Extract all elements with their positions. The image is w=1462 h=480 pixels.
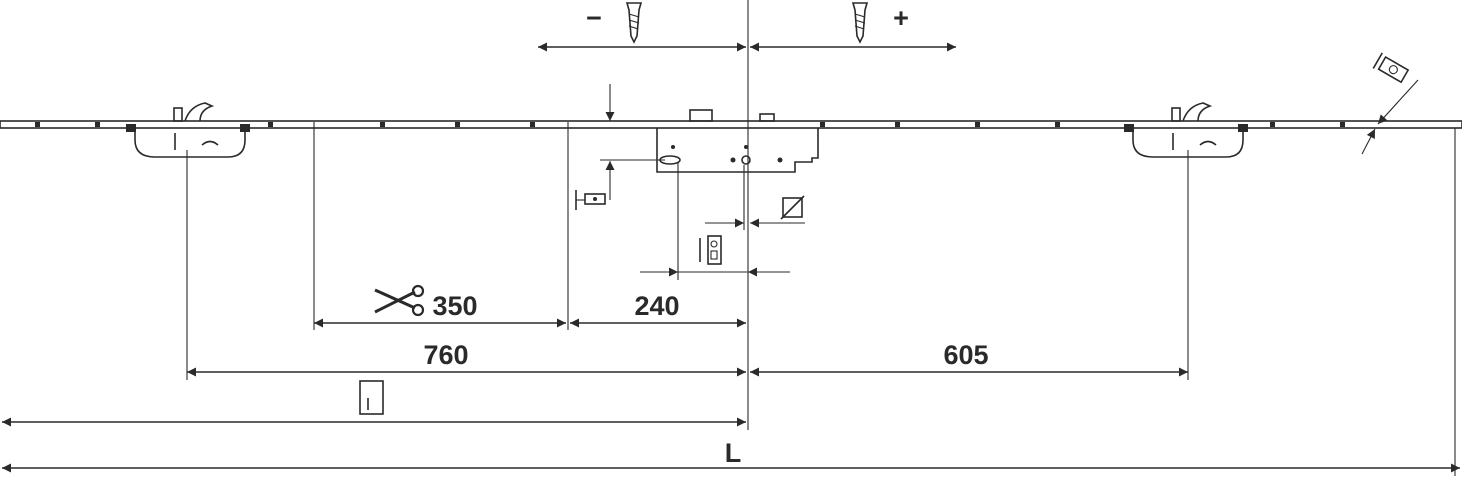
scissors-icon (374, 284, 425, 317)
backset-icon (699, 235, 722, 265)
faceplate-width-icon (575, 190, 606, 210)
dimension-605-label: 605 (943, 340, 988, 370)
vertical-offset-dimension (600, 84, 665, 200)
door-height-icon (359, 380, 384, 415)
total-length-label: L (725, 438, 742, 468)
dimension-350-label: 350 (432, 291, 477, 321)
screw-icon (851, 2, 869, 44)
main-lock-case (656, 109, 819, 173)
dimension-240-label: 240 (634, 291, 679, 321)
right-hook-gear (1124, 102, 1248, 158)
faceplate-thickness-icon (1372, 52, 1410, 84)
square-spindle-icon (780, 195, 805, 220)
faceplate-thickness-dimension (1361, 79, 1419, 155)
faceplate (0, 120, 1462, 129)
left-hook-gear (126, 102, 250, 158)
adjust-minus-label: − (586, 3, 602, 33)
dimension-760-label: 760 (423, 340, 468, 370)
screw-icon (625, 2, 643, 44)
extension-lines (186, 122, 1456, 476)
adjust-plus-label: + (893, 3, 909, 33)
